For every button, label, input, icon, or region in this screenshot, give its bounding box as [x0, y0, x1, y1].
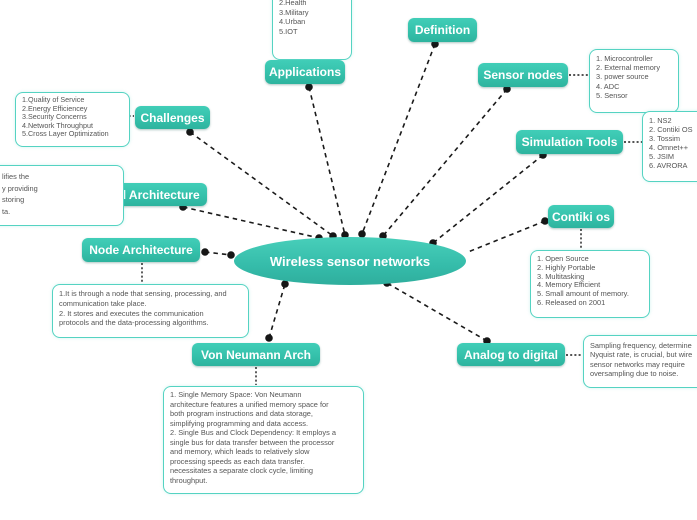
anchor-dot: [503, 85, 511, 93]
topic-node-challenges[interactable]: Challenges: [135, 106, 210, 129]
topic-node-contiki-os[interactable]: Contiki os: [548, 205, 614, 228]
edge-center-sensor-nodes: [382, 88, 508, 237]
central-topic-node[interactable]: Wireless sensor networks: [234, 237, 466, 285]
edge-center-contiki-os: [467, 220, 546, 253]
note-line: 6. Released on 2001: [537, 297, 606, 307]
edge-center-havard: [182, 206, 320, 239]
note-line: 1.It is through a node that sensing, pro…: [59, 289, 227, 298]
note-line: 1. Microcontroller: [596, 54, 653, 63]
note-line: 1.Quality of Service: [22, 95, 85, 104]
note-havard-architecture[interactable]: lifies the y providing storing ta.: [0, 165, 124, 226]
note-line: y providing: [2, 183, 38, 193]
note-line: necessitates a separate clock cycle, lim…: [170, 466, 313, 475]
note-line: oversampling due to noise.: [590, 369, 679, 379]
edge-center-von-neumann: [268, 283, 286, 339]
note-line: 6. AVRORA: [649, 161, 688, 170]
note-line: 4. Memory Efficient: [537, 280, 601, 290]
note-simulation-tools-list[interactable]: 1. NS2 2. Contiki OS 3. Tossim 4. Omnet+…: [642, 111, 697, 182]
topic-node-applications[interactable]: Applications: [265, 60, 345, 84]
note-von-neumann-arch[interactable]: 1. Single Memory Space: Von Neumann arch…: [163, 386, 364, 494]
note-line: 3.Security Concerns: [22, 112, 87, 122]
note-line: storing: [2, 195, 25, 205]
note-line: and memory, which leads to relatively sl…: [170, 447, 310, 456]
note-line: architecture features a unified memory s…: [170, 399, 329, 409]
topic-node-definition[interactable]: Definition: [408, 18, 477, 42]
note-line: 4.Network Throughput: [22, 120, 93, 130]
topic-node-simulation-tools[interactable]: Simulation Tools: [516, 130, 623, 154]
anchor-dot: [186, 128, 194, 136]
note-line: 4. ADC: [596, 81, 620, 91]
note-line: sensor networks may require: [590, 359, 685, 369]
topic-node-sensor-nodes[interactable]: Sensor nodes: [478, 63, 568, 87]
anchor-dot: [201, 248, 209, 256]
note-line: protocols and the data-processing algori…: [59, 318, 209, 328]
anchor-dot: [227, 251, 235, 259]
note-line: 1. Open Source: [537, 254, 589, 263]
note-line: 3. power source: [596, 72, 649, 82]
note-line: 5.IOT: [279, 26, 298, 36]
note-line: both program instructions and data stora…: [170, 409, 313, 418]
note-node-architecture[interactable]: 1.It is through a node that sensing, pro…: [52, 284, 249, 338]
edge-center-applications: [308, 86, 346, 236]
note-line: throughput.: [170, 475, 208, 485]
anchor-dot: [483, 337, 491, 345]
anchor-dot: [305, 83, 313, 91]
topic-node-von-neumann-arch[interactable]: Von Neumann Arch: [192, 343, 320, 366]
note-line: 2. Single Bus and Clock Dependency: It e…: [170, 428, 336, 437]
anchor-dot: [265, 334, 273, 342]
note-sensor-nodes-list[interactable]: 1. Microcontroller 2. External memory 3.…: [589, 49, 679, 113]
note-line: 2. It stores and executes the communicat…: [59, 308, 204, 318]
note-line: 3. Tossim: [649, 134, 681, 143]
note-line: 2. External memory: [596, 63, 661, 73]
note-line: single bus for data transfer between the…: [170, 437, 335, 447]
note-line: 3. Multitasking: [537, 271, 585, 281]
note-line: 2. Highly Portable: [537, 262, 596, 272]
edge-center-analog: [386, 282, 488, 342]
edge-center-challenges: [189, 131, 334, 237]
anchor-dot: [281, 280, 289, 288]
anchor-dot: [541, 217, 549, 225]
edge-center-definition: [361, 43, 436, 235]
note-challenges-list[interactable]: 1.Quality of Service 2.Energy Efficience…: [15, 92, 130, 147]
edge-center-simulation-tools: [432, 154, 544, 244]
note-line: 5. Sensor: [596, 90, 628, 100]
note-line: 4. Omnet++: [649, 143, 689, 152]
note-line: 2.Health: [279, 0, 307, 7]
note-line: 3.Military: [279, 7, 309, 17]
note-line: 1. NS2: [649, 116, 672, 125]
note-line: 5. JSIM: [649, 152, 675, 161]
topic-node-node-architecture[interactable]: Node Architecture: [82, 238, 200, 262]
note-applications-list[interactable]: 2.Health 3.Military 4.Urban 5.IOT: [272, 0, 352, 60]
note-line: 4.Urban: [279, 17, 306, 27]
anchor-dot: [341, 231, 349, 239]
note-line: 5. Small amount of memory.: [537, 289, 629, 299]
note-line: 2. Contiki OS: [649, 125, 693, 134]
note-contiki-os-list[interactable]: 1. Open Source 2. Highly Portable 3. Mul…: [530, 250, 650, 318]
note-analog-to-digital[interactable]: Sampling frequency, determine Nyquist ra…: [583, 335, 697, 388]
note-line: processing speeds as each data transfer.: [170, 456, 305, 466]
note-line: ta.: [2, 207, 11, 217]
anchor-dot: [358, 230, 366, 238]
note-line: simplifying programming and data access.: [170, 418, 309, 428]
note-line: 1. Single Memory Space: Von Neumann: [170, 390, 302, 399]
note-line: 2.Energy Efficiencey: [22, 103, 88, 113]
note-line: 5.Cross Layer Optimization: [22, 129, 109, 139]
note-line: communication take place.: [59, 298, 147, 308]
anchor-dot: [431, 40, 439, 48]
note-line: lifies the: [2, 172, 30, 181]
note-line: Nyquist rate, is crucial, but wire: [590, 350, 693, 360]
note-line: Sampling frequency, determine: [590, 341, 692, 350]
topic-node-analog-to-digital[interactable]: Analog to digital: [457, 343, 565, 366]
edge-center-node-architecture: [204, 251, 232, 256]
